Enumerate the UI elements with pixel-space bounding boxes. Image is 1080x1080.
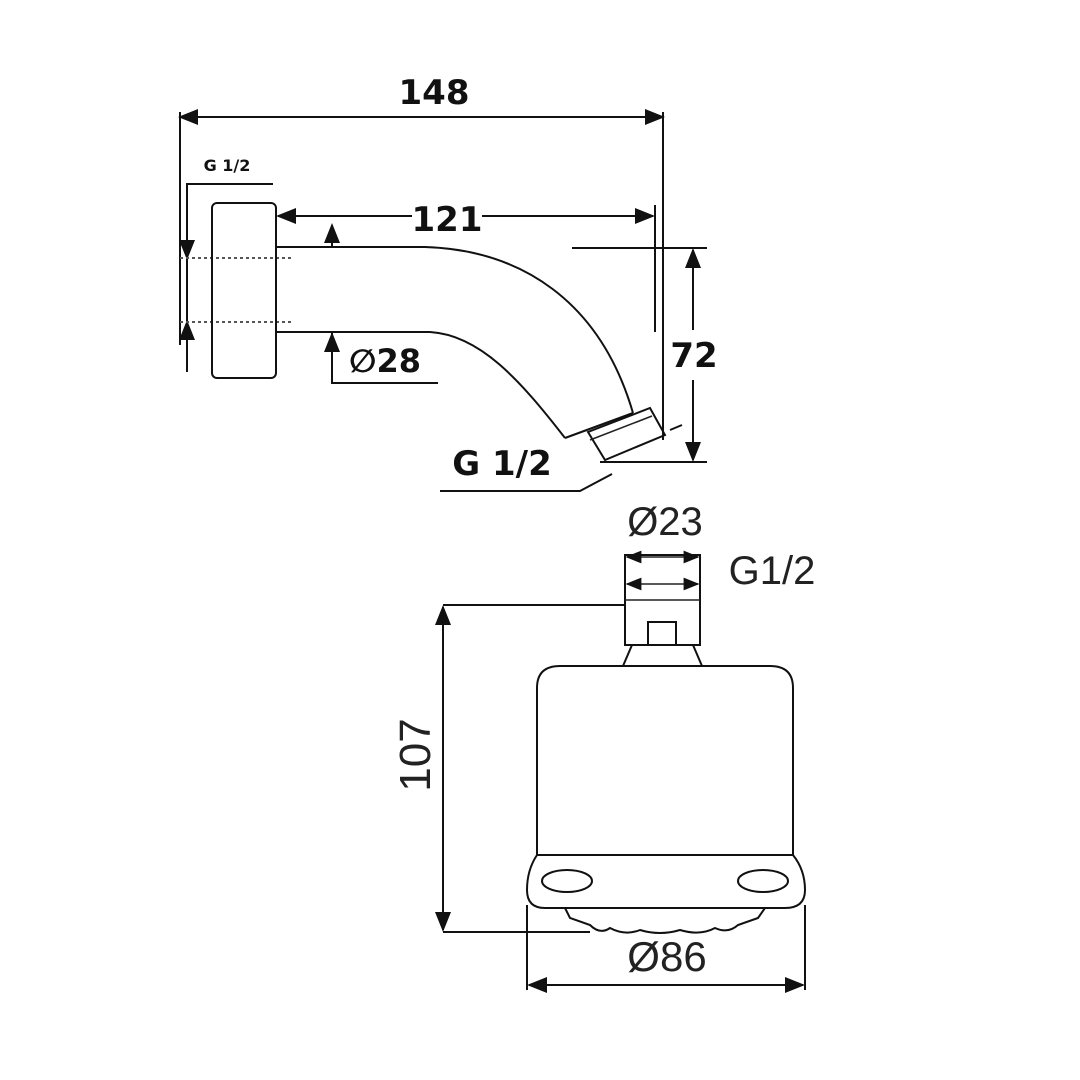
inlet-thread-label: G1/2: [729, 549, 816, 593]
pipe-diameter-label: ∅28: [349, 342, 421, 380]
fitting-slot: [647, 621, 677, 646]
head-neck: [621, 644, 704, 667]
thread-line: [589, 415, 653, 441]
arm-length-label: 121: [412, 200, 483, 240]
shower-head: Ø23 G1/2 107 Ø86: [391, 500, 816, 993]
inlet-diameter-label: Ø23: [627, 500, 703, 544]
outlet-thread-leader: [440, 473, 613, 492]
nozzle-ring-left: [541, 869, 593, 893]
head-band: [525, 854, 807, 909]
outlet-nipple: [586, 406, 667, 462]
drop-height-label: 72: [670, 336, 717, 376]
wall-thread-leader: [186, 183, 273, 372]
head-body: [536, 665, 794, 855]
outlet-thread-label: G 1/2: [452, 444, 551, 484]
face-diameter-label: Ø86: [627, 933, 706, 980]
nozzle-ring-right: [737, 869, 789, 893]
overall-length-label: 148: [399, 73, 470, 113]
wall-flange: [211, 202, 277, 379]
pipe-bottom-edge: [276, 331, 566, 439]
pipe-top-edge: [276, 246, 634, 414]
wall-thread-label: G 1/2: [204, 156, 251, 175]
shower-arm: 148 G 1/2 121 ∅28 72 G 1/2: [178, 73, 718, 492]
pipe-end: [564, 412, 634, 439]
spray-face: [564, 907, 766, 934]
arrow: [669, 424, 683, 431]
height-label: 107: [391, 718, 440, 791]
